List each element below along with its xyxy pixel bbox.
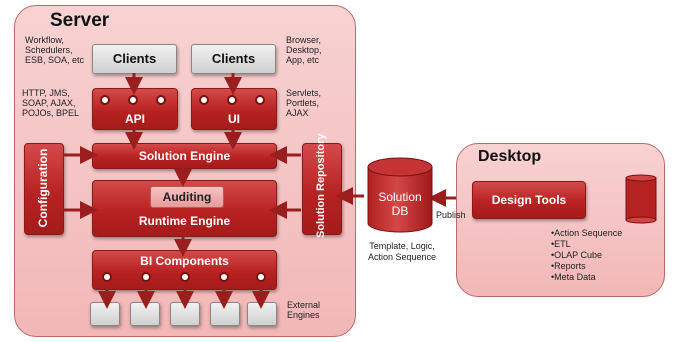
api-node-3 xyxy=(156,95,166,105)
bi-node-1 xyxy=(102,272,112,282)
bullet-item: •Action Sequence xyxy=(551,228,623,238)
publish-label: Publish xyxy=(436,210,466,220)
solution-db-label: Solution DB xyxy=(366,190,434,218)
note-line: Workflow, xyxy=(25,35,64,45)
note-line: Schedulers, xyxy=(25,45,73,55)
ui-node-3 xyxy=(255,95,265,105)
scroll-icon xyxy=(625,174,657,224)
note-line: HTTP, JMS, xyxy=(22,88,70,98)
server-note-right-mid: Servlets, Portlets, AJAX xyxy=(286,88,321,118)
configuration-box xyxy=(24,143,64,235)
bullet-item: •ETL xyxy=(551,239,571,249)
bi-components-label: BI Components xyxy=(140,254,229,268)
server-note-right-top: Browser, Desktop, App, etc xyxy=(286,35,322,65)
bullet-item: •Meta Data xyxy=(551,272,596,282)
bullet-item: •Reports xyxy=(551,261,586,271)
caption-line: Template, Logic, xyxy=(369,241,435,251)
note-line: Servlets, xyxy=(286,88,322,98)
note-line: Desktop, xyxy=(286,45,322,55)
note-line: External xyxy=(287,300,321,310)
note-line: AJAX xyxy=(286,108,309,118)
clients-box-right: Clients xyxy=(191,44,276,74)
note-line: Portlets, xyxy=(286,98,320,108)
runtime-engine-label: Runtime Engine xyxy=(138,214,231,228)
design-tools-box: Design Tools xyxy=(472,181,586,219)
desktop-bullets: •Action Sequence •ETL •OLAP Cube •Report… xyxy=(551,228,622,283)
bi-node-3 xyxy=(180,272,190,282)
ui-label: UI xyxy=(228,112,240,126)
bi-node-5 xyxy=(256,272,266,282)
note-line: SOAP, AJAX, xyxy=(22,98,76,108)
solution-db-cylinder-icon xyxy=(367,157,433,233)
bullet-item: •OLAP Cube xyxy=(551,250,603,260)
note-line: POJOs, BPEL xyxy=(22,108,80,118)
solution-db-caption: Template, Logic, Action Sequence xyxy=(362,241,442,263)
ui-node-2 xyxy=(227,95,237,105)
ui-node-1 xyxy=(199,95,209,105)
bi-node-4 xyxy=(219,272,229,282)
server-note-left-mid: HTTP, JMS, SOAP, AJAX, POJOs, BPEL xyxy=(22,88,79,118)
api-node-1 xyxy=(100,95,110,105)
api-label: API xyxy=(124,112,145,126)
bi-node-2 xyxy=(141,272,151,282)
external-engines-label: External Engines xyxy=(287,300,320,320)
auditing-box: Auditing xyxy=(150,186,224,208)
server-title: Server xyxy=(50,10,110,31)
note-line: ESB, SOA, etc xyxy=(25,55,85,65)
api-node-2 xyxy=(128,95,138,105)
server-note-left-top: Workflow, Schedulers, ESB, SOA, etc xyxy=(25,35,84,65)
caption-line: Action Sequence xyxy=(367,252,437,262)
db-label-line: DB xyxy=(391,204,409,218)
note-line: Browser, xyxy=(286,35,322,45)
note-line: Engines xyxy=(287,310,320,320)
desktop-title: Desktop xyxy=(478,148,542,165)
note-line: App, etc xyxy=(286,55,320,65)
db-label-line: Solution xyxy=(378,190,422,204)
solution-engine-box: Solution Engine xyxy=(92,143,277,169)
